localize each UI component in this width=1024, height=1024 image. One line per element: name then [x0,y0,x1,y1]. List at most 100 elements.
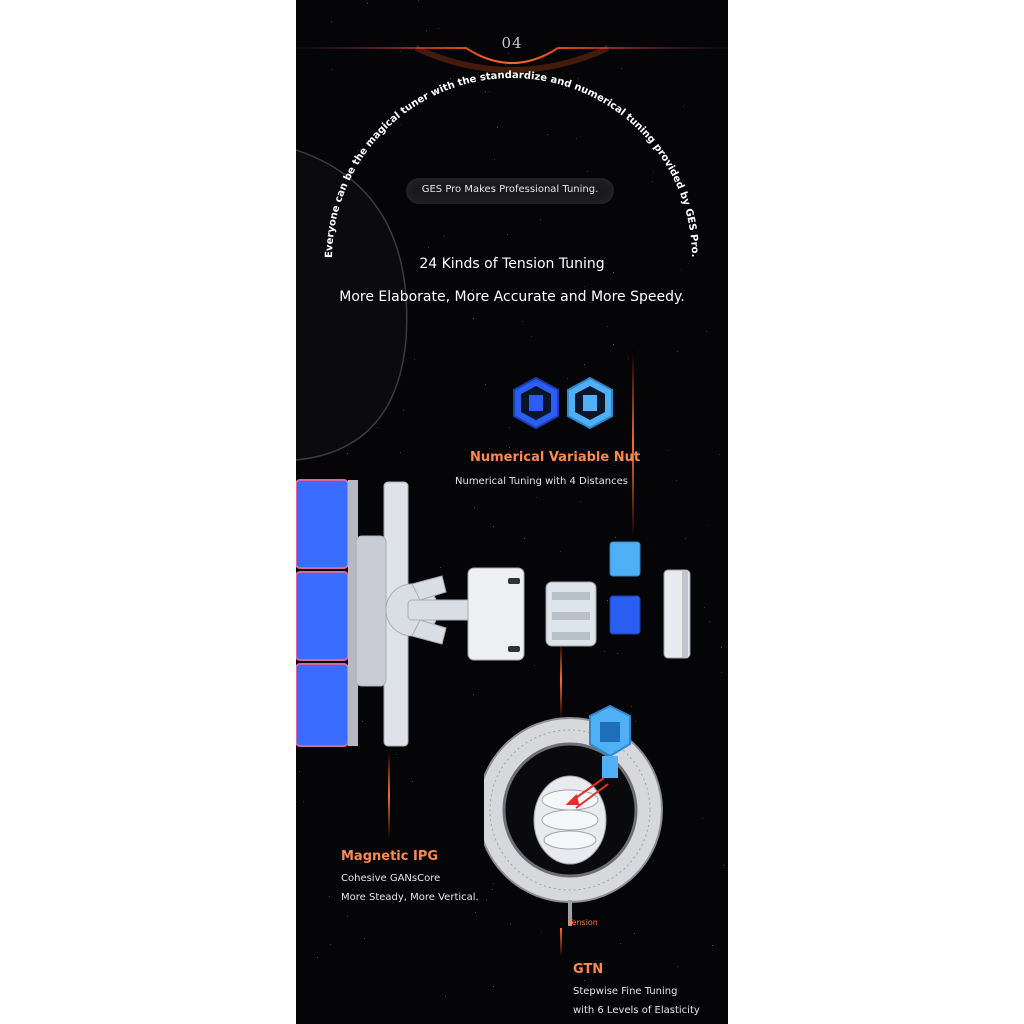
star [719,454,720,455]
star [475,912,476,913]
page-number: 04 [501,34,523,52]
star [584,364,585,365]
glow-line-gtn-top [560,640,562,720]
heading-elaborate: More Elaborate, More Accurate and More S… [339,289,685,305]
glow-line-nut [632,350,634,540]
gtn-line2: with 6 Levels of Elasticity [573,1005,700,1016]
star [614,465,615,466]
cube-pieces [296,479,358,747]
svg-text:Everyone can be the magical tu: Everyone can be the magical tuner with t… [324,70,700,258]
star [329,896,330,897]
nut-side-light [609,541,641,577]
star [634,933,635,934]
star [613,272,614,273]
star [652,181,653,182]
center-cap [467,567,525,661]
gtn-nut-icon [589,704,631,778]
planet-silhouette [296,149,408,461]
star [426,30,427,31]
star [473,318,474,319]
star [709,621,710,622]
star [493,526,494,527]
gtn-line1: Stepwise Fine Tuning [573,986,678,997]
star [485,384,486,385]
star [377,427,378,428]
star [403,410,404,411]
badge-text: GES Pro Makes Professional Tuning. [421,184,599,195]
star [540,219,541,220]
star [607,326,608,327]
star [317,957,318,958]
star [677,351,678,352]
star [613,344,614,345]
star [635,721,636,722]
star [440,567,441,568]
nut-side-dark [609,595,641,635]
star [428,247,429,248]
star [685,538,686,539]
star [397,757,398,758]
star [580,501,581,502]
top-glow-wave [296,45,728,73]
star [418,0,419,1]
core-spider [355,481,479,747]
star [331,69,332,70]
gtn-lens-illustration [484,704,663,926]
star [677,966,678,967]
star [704,607,705,608]
star [567,378,568,379]
star [347,453,348,454]
arc-text-path: Everyone can be the magical tuner with t… [324,70,700,258]
star [653,172,654,173]
ipg-title: Magnetic IPG [341,849,439,864]
star [400,452,401,453]
star [510,924,511,925]
star [357,150,358,151]
star [364,938,365,939]
star [509,427,510,428]
star [354,167,355,168]
spring-housing [545,581,597,647]
star [607,600,608,601]
gtn-title: GTN [573,962,604,977]
star [621,68,622,69]
star [367,3,368,4]
star [489,448,490,449]
nut-title-part2: Variable Nut [548,450,641,465]
star [609,105,610,106]
star [536,497,537,498]
star [534,665,535,666]
star [681,269,682,270]
star [485,91,486,92]
star [412,781,413,782]
core-assembly-illustration [296,479,691,747]
star [702,818,703,819]
star [489,91,490,92]
star [576,138,577,139]
star [723,865,724,866]
star [303,801,304,802]
star [445,996,446,997]
star [560,551,561,552]
tension-label: Tension [568,918,598,927]
star [486,900,487,901]
screw-cap [663,569,691,659]
star [414,359,415,360]
star [494,159,495,160]
star [508,53,509,54]
star [631,706,632,707]
star [712,945,713,946]
star [615,537,616,538]
star [584,286,585,287]
star [347,916,348,917]
star [505,65,506,66]
star [473,694,474,695]
star [299,771,300,772]
star [541,931,542,932]
star [509,447,510,448]
star [721,647,722,648]
star [721,672,722,673]
star [472,290,473,291]
star [474,507,475,508]
star [400,51,401,52]
